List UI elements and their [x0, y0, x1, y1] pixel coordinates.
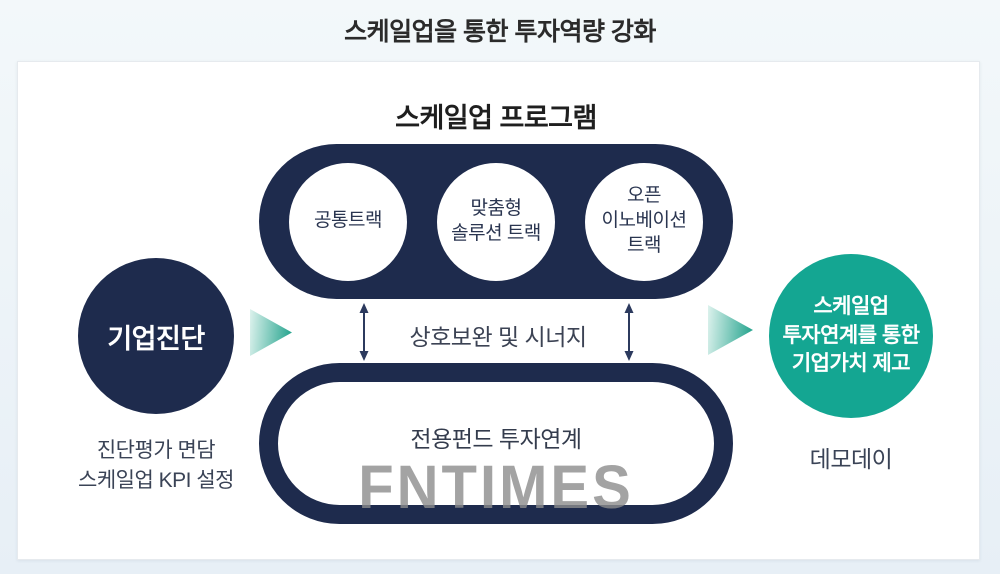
scaleup-program-pill: 공통트랙 맞춤형 솔루션 트랙 오픈 이노베이션 트랙: [259, 144, 733, 299]
dedicated-fund-label: 전용펀드 투자연계: [410, 425, 582, 452]
company-diagnosis-label: 기업진단: [107, 323, 205, 354]
diagram-heading: 스케일업 프로그램: [395, 103, 597, 133]
fntimes-watermark: FNTIMES: [358, 453, 634, 522]
company-diagnosis-circle: 기업진단: [78, 258, 234, 414]
value-enhancement-circle: 스케일업 투자연계를 통한 기업가치 제고: [769, 254, 933, 418]
synergy-label: 상호보완 및 시너지: [409, 324, 587, 350]
flow-arrow-left-icon: [250, 309, 292, 356]
diagram-card: 스케일업 프로그램 공통트랙 맞춤형 솔루션 트랙 오픈 이노베이션 트랙 기업…: [17, 61, 980, 560]
track-circle-custom-solution: 맞춤형 솔루션 트랙: [437, 162, 555, 281]
track-circle-open-innovation: 오픈 이노베이션 트랙: [585, 162, 703, 281]
value-line: 투자연계를 통한: [782, 323, 920, 347]
caption-line: 진단평가 면담: [96, 439, 216, 462]
page-title: 스케일업을 통한 투자역량 강화: [344, 18, 656, 46]
double-arrow-icon: [624, 303, 634, 361]
track-label: 솔루션 트랙: [451, 222, 541, 244]
track-label: 맞춤형: [470, 197, 522, 219]
track-label: 오픈: [627, 185, 661, 207]
demo-day-label: 데모데이: [809, 446, 893, 472]
value-line: 기업가치 제고: [791, 352, 911, 376]
double-arrow-icon: [359, 303, 369, 361]
track-label: 트랙: [627, 234, 661, 256]
track-label: 공통트랙: [314, 210, 382, 232]
caption-line: 스케일업 KPI 설정: [78, 468, 234, 492]
diagnosis-caption: 진단평가 면담 스케일업 KPI 설정: [38, 436, 274, 496]
value-line: 스케일업: [813, 294, 889, 318]
flow-arrow-right-icon: [708, 305, 753, 355]
track-label: 이노베이션: [601, 210, 687, 232]
track-circle-common: 공통트랙: [289, 162, 407, 281]
